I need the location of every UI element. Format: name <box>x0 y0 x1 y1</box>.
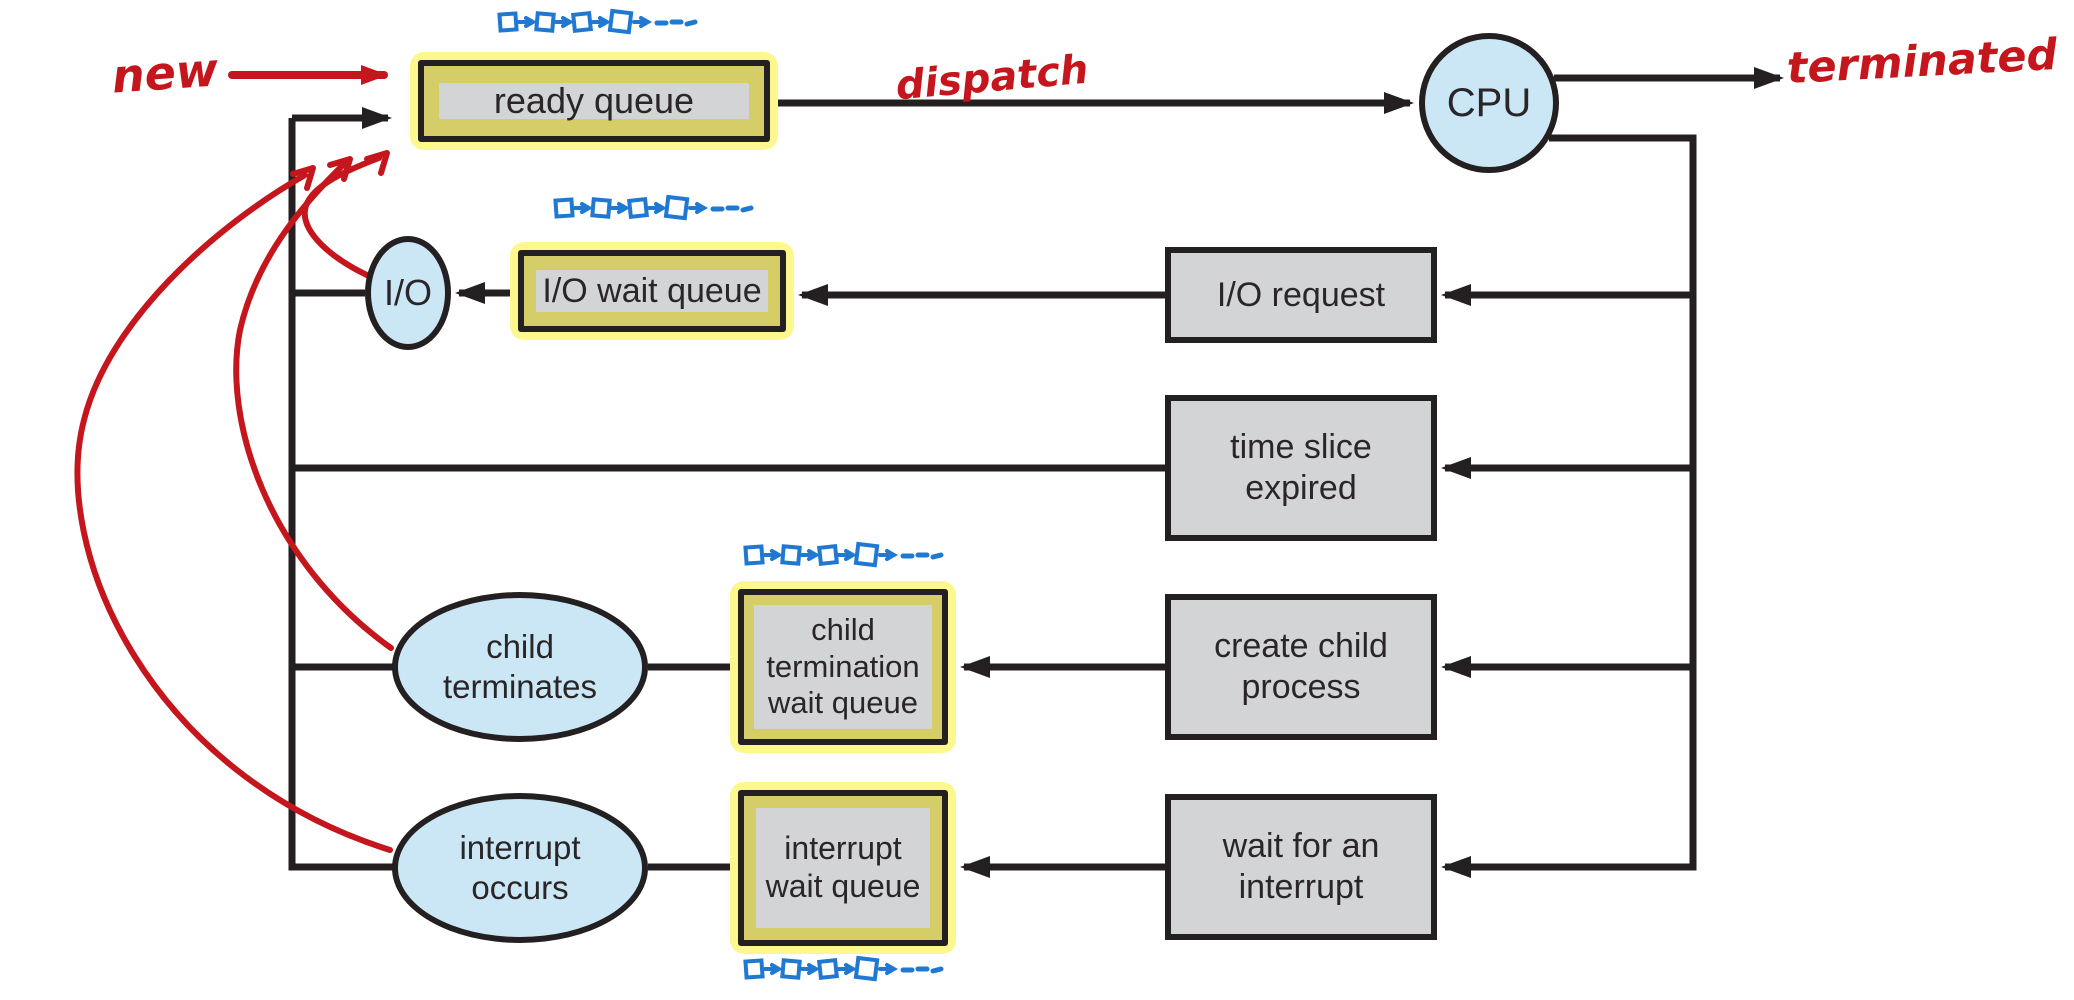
io-wait-queue-box: I/O wait queue <box>510 242 794 340</box>
cpu-node: CPU <box>1419 33 1559 173</box>
wait-for-an-interrupt-box: wait for an interrupt <box>1165 794 1437 940</box>
annotation-dispatch: dispatch <box>893 46 1091 110</box>
ctwq-line1: child <box>811 612 875 648</box>
wait-interrupt-line2: interrupt <box>1238 868 1364 906</box>
io-label: I/O <box>383 272 432 314</box>
interrupt-occurs-node: interrupt occurs <box>392 793 648 943</box>
interrupt-return-curve <box>74 172 393 853</box>
child-terminates-line1: child <box>486 628 554 666</box>
ready-queue-border: ready queue <box>418 60 770 142</box>
child-termination-wait-queue-label: child termination wait queue <box>754 605 932 729</box>
child-termination-wait-queue-box: child termination wait queue <box>730 581 956 753</box>
io-request-box: I/O request <box>1165 247 1437 343</box>
create-child-line2: process <box>1241 668 1361 706</box>
child-terminates-line2: terminates <box>442 668 598 705</box>
child-termination-wait-queue-border: child termination wait queue <box>738 589 948 745</box>
red-annotation-arrows <box>74 65 394 853</box>
interrupt-occurs-line2: occurs <box>471 869 569 906</box>
create-child-line1: create child <box>1214 627 1388 666</box>
child-return-curve <box>233 162 394 651</box>
annotation-new: new <box>110 42 220 104</box>
child-terminates-node: child terminates <box>392 592 648 742</box>
black-connectors <box>288 67 1784 878</box>
interrupt-wait-queue-label: interrupt wait queue <box>756 808 930 928</box>
io-request-label: I/O request <box>1216 275 1386 314</box>
ready-queue-box: ready queue <box>410 52 778 150</box>
ready-queue-label: ready queue <box>439 80 749 121</box>
interrupt-wait-queue-border: interrupt wait queue <box>738 790 948 946</box>
iwq-line2: wait queue <box>765 868 921 904</box>
time-slice-expired-box: time slice expired <box>1165 395 1437 541</box>
cpu-label: CPU <box>1446 81 1532 125</box>
time-slice-line1: time slice <box>1230 428 1372 467</box>
create-child-process-box: create child process <box>1165 594 1437 740</box>
ctwq-line3: wait queue <box>768 685 918 721</box>
io-wait-queue-border: I/O wait queue <box>518 250 786 332</box>
ctwq-line2: termination <box>766 648 920 684</box>
io-node: I/O <box>365 236 451 350</box>
iwq-line1: interrupt <box>784 830 902 867</box>
io-wait-queue-label: I/O wait queue <box>536 270 768 312</box>
interrupt-occurs-line1: interrupt <box>459 829 581 867</box>
time-slice-line2: expired <box>1245 469 1357 507</box>
annotation-terminated: terminated <box>1785 29 2059 95</box>
interrupt-wait-queue-box: interrupt wait queue <box>730 782 956 954</box>
wait-interrupt-line1: wait for an <box>1222 827 1380 866</box>
